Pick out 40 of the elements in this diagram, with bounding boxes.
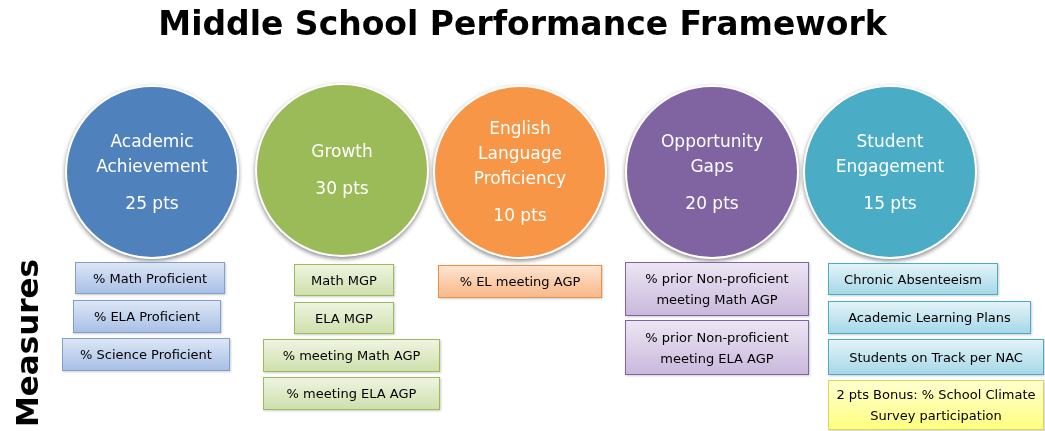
measure-box bbox=[828, 263, 998, 295]
side-label: Measures bbox=[9, 258, 45, 428]
measure-box bbox=[625, 320, 809, 375]
measure-text: % EL meeting AGP bbox=[458, 273, 582, 291]
measure-text: % Science Proficient bbox=[79, 346, 213, 364]
category-name: Student Engagement bbox=[834, 129, 946, 178]
points-label: 30 pts bbox=[315, 177, 369, 200]
measure-text: % prior Non-proficient meeting ELA AGP bbox=[644, 328, 790, 368]
measure-box bbox=[828, 301, 1031, 334]
measure-text: Academic Learning Plans bbox=[847, 309, 1012, 327]
measure-text: % meeting ELA AGP bbox=[285, 385, 418, 403]
measure-box bbox=[294, 302, 394, 334]
points-label: 25 pts bbox=[125, 191, 179, 215]
measure-box bbox=[263, 339, 440, 372]
measure-box bbox=[62, 338, 230, 371]
points-label: 20 pts bbox=[685, 191, 739, 215]
measure-box bbox=[828, 380, 1044, 430]
measure-text: % meeting Math AGP bbox=[281, 347, 422, 365]
measure-box bbox=[625, 262, 809, 316]
points-label: 10 pts bbox=[493, 204, 547, 227]
measure-text: % ELA Proficient bbox=[92, 308, 202, 326]
points-label: 15 pts bbox=[863, 191, 917, 215]
measure-box bbox=[294, 264, 394, 296]
measure-text: % Math Proficient bbox=[91, 269, 208, 288]
measure-box bbox=[73, 300, 221, 333]
measure-text: Chronic Absenteeism bbox=[843, 270, 983, 289]
measure-text: 2 pts Bonus: % School Climate Survey participation bbox=[835, 386, 1037, 425]
measure-text: % prior Non-proficient meeting Math AGP bbox=[644, 270, 790, 309]
category-name: Opportunity Gaps bbox=[660, 129, 764, 178]
category-name: Growth bbox=[311, 140, 373, 163]
measure-text: ELA MGP bbox=[314, 309, 374, 328]
measure-box bbox=[828, 339, 1044, 375]
measure-box bbox=[263, 377, 440, 410]
measure-box bbox=[438, 265, 602, 298]
measure-text: Math MGP bbox=[310, 271, 378, 290]
diagram-title: Middle School Performance Framework bbox=[157, 4, 888, 43]
measure-text: Students on Track per NAC bbox=[848, 348, 1024, 367]
category-name: English Language Proficiency bbox=[472, 117, 568, 190]
measure-box bbox=[75, 262, 225, 294]
category-name: Academic Achievement bbox=[95, 129, 209, 178]
